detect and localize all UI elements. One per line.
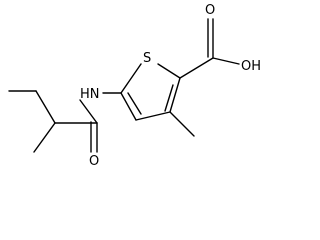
hydroxyl-label: OH	[241, 59, 261, 74]
amine-label: HN	[80, 87, 100, 102]
bond-c2-c3	[169, 77, 181, 113]
bonds	[8, 18, 240, 153]
bond-s-c2	[157, 63, 181, 79]
carboxyl-oxygen-label: O	[205, 3, 215, 18]
bond-c2-ccooh	[179, 57, 214, 79]
atom-labels: S O OH HN O	[80, 3, 261, 169]
bond-c2-c3-inner	[164, 84, 174, 112]
bond-nh-carbonyl	[79, 99, 98, 124]
bond-c3-c4	[135, 111, 171, 121]
bond-cooh-c-oh	[212, 57, 240, 65]
sulfur-label: S	[143, 51, 151, 66]
bond-ch-methyl	[33, 122, 56, 153]
bond-c4-c5	[120, 92, 137, 121]
bond-c3-methyl	[169, 111, 195, 137]
chemical-structure: S O OH HN O	[8, 3, 261, 169]
bond-ch-ch2	[35, 90, 56, 124]
bond-c4-c5-inner	[127, 92, 142, 115]
amide-oxygen-label: O	[89, 154, 99, 169]
bond-c5-s	[120, 63, 142, 94]
